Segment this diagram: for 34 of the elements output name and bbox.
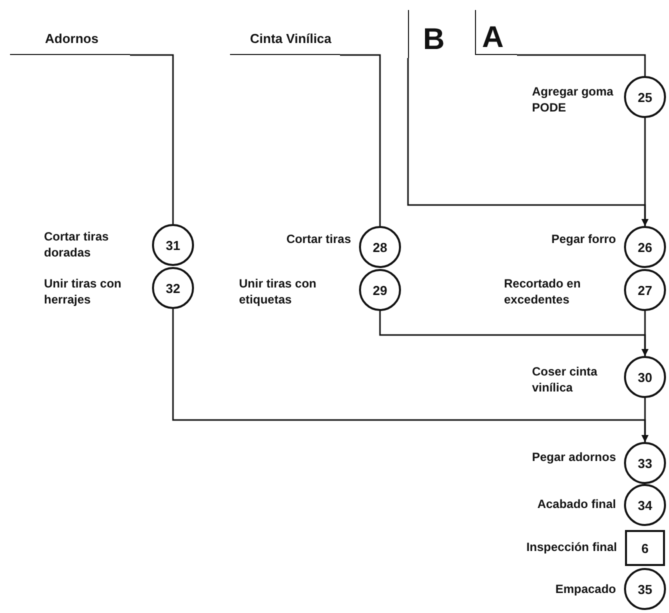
step-description: Pegar forro <box>551 232 616 248</box>
operation-circle: 26 <box>624 226 666 268</box>
operation-circle: 33 <box>624 442 666 484</box>
step-description: Cortar tiras <box>286 232 351 248</box>
step-description: Recortado en excedentes <box>504 276 582 308</box>
flow-arrow <box>407 58 648 226</box>
step-description: Acabado final <box>537 497 616 513</box>
step-description: Unir tiras con herrajes <box>44 276 122 308</box>
operation-circle: 35 <box>624 568 666 610</box>
step-description: Unir tiras con etiquetas <box>239 276 318 308</box>
inspection-square: 6 <box>625 530 665 566</box>
operation-circle: 29 <box>359 269 401 311</box>
connector-letter: B <box>408 10 458 58</box>
operation-circle: 28 <box>359 226 401 268</box>
operation-circle: 32 <box>152 267 194 309</box>
step-description: Inspección final <box>526 540 617 556</box>
flow-line <box>340 54 381 226</box>
operation-circle: 30 <box>624 356 666 398</box>
step-description: Coser cinta vinílica <box>532 364 598 396</box>
material-input-label: Adornos <box>10 26 130 55</box>
connector-letter: A <box>475 10 517 55</box>
operation-circle: 34 <box>624 484 666 526</box>
operation-circle: 27 <box>624 269 666 311</box>
flow-arrow <box>172 309 648 442</box>
flow-line <box>517 54 646 76</box>
step-description: Cortar tiras doradas <box>44 229 110 261</box>
material-input-label: Cinta Vinílica <box>230 4 340 55</box>
step-description: Empacado <box>555 582 616 598</box>
flow-arrow <box>379 311 648 356</box>
step-description: Pegar adornos <box>532 450 616 466</box>
step-description: Agregar goma PODE <box>532 84 614 116</box>
operation-circle: 25 <box>624 76 666 118</box>
flow-line <box>130 54 174 224</box>
operation-circle: 31 <box>152 224 194 266</box>
